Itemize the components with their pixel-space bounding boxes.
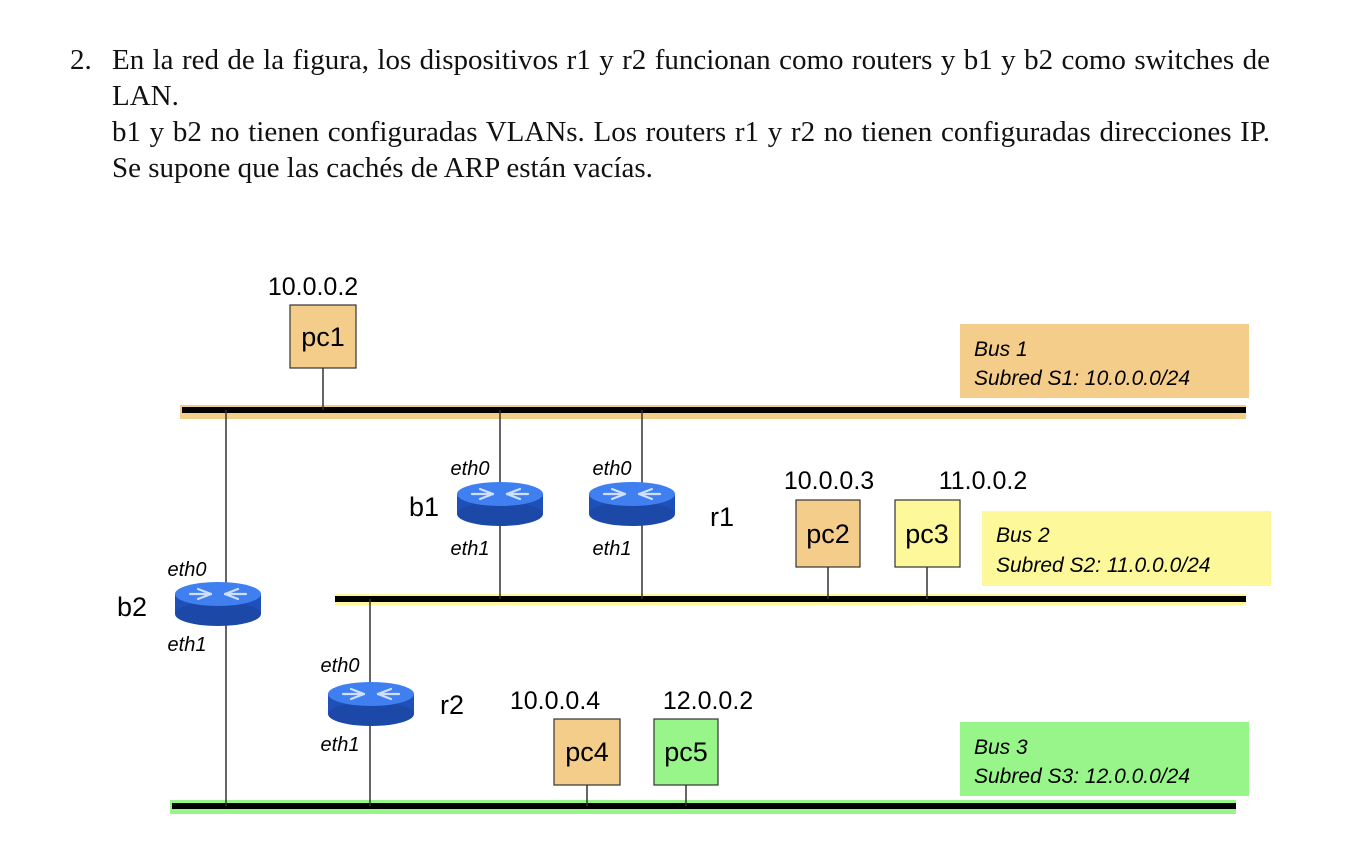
pc5-name: pc5 (664, 737, 708, 767)
pc5: 12.0.0.2 pc5 (653, 687, 753, 786)
r2-eth1: eth1 (321, 734, 360, 756)
r1-name: r1 (710, 502, 734, 532)
r1-eth0: eth0 (593, 458, 632, 480)
pc4: 10.0.0.4 pc4 (510, 687, 621, 786)
pc2-ip: 10.0.0.3 (784, 467, 874, 495)
bus-2-label: Bus 2 Subred S2: 11.0.0.0/24 (982, 511, 1271, 586)
pc3: 11.0.0.2 pc3 (894, 467, 1028, 568)
device-b2: b2 eth0 eth1 (117, 559, 263, 656)
pc2-name: pc2 (806, 519, 850, 549)
b2-name: b2 (117, 592, 147, 622)
bus-3-label: Bus 3 Subred S3: 12.0.0.0/24 (960, 722, 1249, 796)
bus-2-title: Bus 2 (996, 524, 1050, 547)
b1-eth0: eth0 (451, 458, 490, 480)
pc1-ip: 10.0.0.2 (268, 273, 358, 301)
device-b1: b1 eth0 eth1 (409, 458, 545, 560)
device-r1: r1 eth0 eth1 (587, 458, 734, 560)
pc2: 10.0.0.3 pc2 (784, 467, 874, 568)
bus-3-subnet: Subred S3: 12.0.0.0/24 (974, 765, 1190, 788)
problem-paragraph-1: En la red de la figura, los dispositivos… (112, 44, 1270, 112)
router-switch-icon (326, 680, 416, 728)
pc3-name: pc3 (905, 519, 949, 549)
bus-2-subnet: Subred S2: 11.0.0.0/24 (996, 554, 1210, 577)
b2-eth0: eth0 (168, 559, 207, 581)
router-switch-icon (173, 580, 263, 628)
bus-1-label: Bus 1 Subred S1: 10.0.0.0/24 (960, 324, 1249, 398)
router-switch-icon (587, 480, 677, 528)
bus-1-subnet: Subred S1: 10.0.0.0/24 (974, 367, 1190, 390)
pc3-ip: 11.0.0.2 (939, 467, 1028, 495)
r2-name: r2 (440, 690, 464, 720)
r1-eth1: eth1 (593, 538, 632, 560)
pc1: 10.0.0.2 pc1 (268, 273, 358, 369)
bus-1-title: Bus 1 (974, 338, 1028, 361)
router-switch-icon (455, 480, 545, 528)
pc4-name: pc4 (565, 737, 609, 767)
b1-eth1: eth1 (451, 538, 490, 560)
pc4-ip: 10.0.0.4 (510, 687, 600, 715)
problem-number: 2. (70, 44, 92, 76)
b2-eth1: eth1 (168, 634, 207, 656)
device-r2: r2 eth0 eth1 (321, 655, 464, 756)
pc5-ip: 12.0.0.2 (663, 687, 753, 715)
r2-eth0: eth0 (321, 655, 360, 677)
bus-3-title: Bus 3 (974, 736, 1028, 759)
problem-paragraph-2: b1 y b2 no tienen configuradas VLANs. Lo… (112, 116, 1270, 184)
pc1-name: pc1 (301, 322, 345, 352)
b1-name: b1 (409, 492, 439, 522)
problem-statement: 2. En la red de la figura, los dispositi… (70, 42, 1270, 186)
